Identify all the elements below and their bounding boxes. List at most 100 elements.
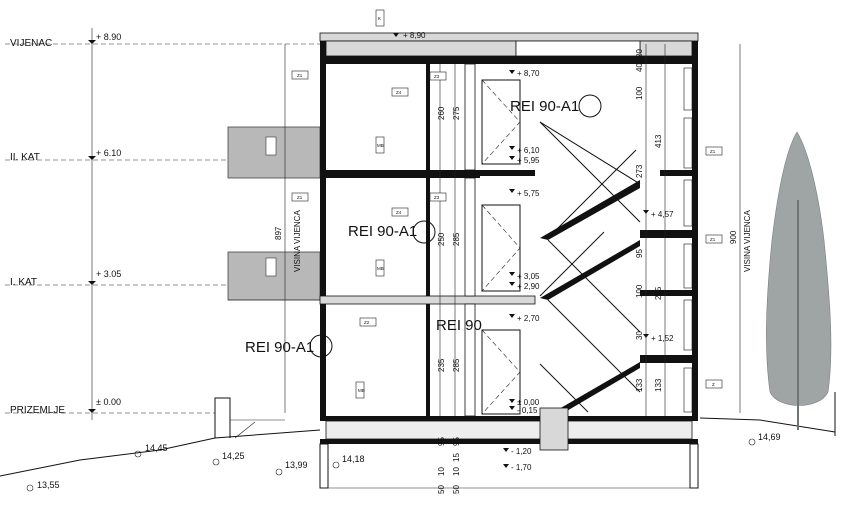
dim-floor-b: 275 285 285: [452, 64, 461, 416]
svg-text:VIJENAC: VIJENAC: [10, 38, 52, 49]
svg-text:REI 90-A1: REI 90-A1: [510, 98, 579, 115]
svg-text:13,99: 13,99: [285, 460, 308, 470]
svg-text:273: 273: [635, 164, 644, 178]
svg-text:100: 100: [635, 284, 644, 298]
svg-text:14,45: 14,45: [145, 443, 168, 453]
svg-text:REI 90: REI 90: [436, 317, 482, 334]
dim-slab: 95 95 15 10 50 10 50: [437, 437, 461, 494]
fire-rating-top: REI 90-A1: [510, 94, 602, 118]
svg-text:20: 20: [635, 49, 644, 58]
terrain-elevation-4: 14,18: [332, 454, 365, 469]
svg-text:Z: Z: [712, 382, 715, 387]
svg-text:+ 8,90: + 8,90: [403, 31, 426, 40]
svg-text:50: 50: [437, 485, 446, 494]
svg-text:133: 133: [654, 378, 663, 392]
svg-text:MB: MB: [377, 143, 384, 148]
terrain-elevation-3: 13,99: [275, 460, 308, 476]
svg-text:14,69: 14,69: [758, 432, 781, 442]
svg-text:+ 5,95: + 5,95: [517, 156, 540, 165]
staircase: [539, 121, 641, 451]
svg-text:235: 235: [437, 358, 446, 372]
svg-text:100: 100: [635, 86, 644, 100]
svg-text:+ 6.10: + 6.10: [96, 148, 121, 158]
svg-text:285: 285: [654, 286, 663, 300]
svg-text:13,55: 13,55: [37, 480, 60, 490]
svg-text:Z1: Z1: [297, 195, 303, 200]
svg-text:- 0,15: - 0,15: [517, 406, 538, 415]
level-kat1: I. KAT + 3.05: [5, 269, 230, 288]
svg-text:133: 133: [635, 378, 644, 392]
level-kat2: II. KAT + 6.10: [5, 148, 230, 163]
terrain-elevation-2: 14,25: [212, 451, 245, 466]
svg-text:II. KAT: II. KAT: [10, 152, 40, 163]
svg-text:285: 285: [452, 358, 461, 372]
fire-rating-middle: REI 90-A1: [348, 220, 436, 244]
svg-text:+ 5,75: + 5,75: [517, 189, 540, 198]
svg-text:REI 90-A1: REI 90-A1: [245, 339, 314, 356]
svg-text:+ 3,05: + 3,05: [517, 272, 540, 281]
dim-floor-a: 260 250 235: [437, 64, 446, 416]
svg-text:Z3: Z3: [434, 74, 440, 79]
tree-illustration: [766, 131, 832, 430]
svg-text:Z1: Z1: [710, 237, 716, 242]
svg-text:275: 275: [452, 106, 461, 120]
fire-rating-lower: REI 90: [436, 317, 482, 334]
svg-text:10: 10: [452, 467, 461, 476]
svg-text:15: 15: [452, 453, 461, 462]
svg-text:I. KAT: I. KAT: [10, 277, 37, 288]
svg-text:Z1: Z1: [710, 149, 716, 154]
dim-stair: 40 20 100 413 273 95 100 285 30 133 133: [635, 44, 666, 416]
svg-text:250: 250: [437, 232, 446, 246]
terrain-elevation-6: 14,69: [748, 432, 781, 446]
level-prizemlje: PRIZEMLJE ± 0.00: [5, 397, 215, 416]
svg-text:± 0.00: ± 0.00: [96, 397, 121, 407]
svg-text:897: 897: [274, 226, 283, 240]
svg-text:+ 2,90: + 2,90: [517, 282, 540, 291]
fire-rating-left: REI 90-A1: [245, 334, 333, 358]
svg-text:Z4: Z4: [396, 90, 402, 95]
svg-text:+ 8,70: + 8,70: [517, 69, 540, 78]
svg-text:+ 6,10: + 6,10: [517, 146, 540, 155]
svg-text:95: 95: [437, 437, 446, 446]
svg-text:95: 95: [635, 249, 644, 258]
svg-text:900: 900: [729, 230, 738, 244]
terrain-elevation-5: 13,55: [26, 480, 60, 492]
svg-text:14,18: 14,18: [342, 454, 365, 464]
dim-left-total: 897 VISINA VIJENCA: [274, 44, 302, 413]
level-vijenac: VIJENAC + 8.90: [5, 28, 320, 420]
svg-text:Z3: Z3: [434, 195, 440, 200]
building-section: [319, 32, 699, 489]
svg-text:VISINA VIJENCA: VISINA VIJENCA: [743, 210, 752, 272]
svg-text:MB: MB: [358, 388, 365, 393]
svg-text:MB: MB: [377, 266, 384, 271]
svg-text:Z2: Z2: [364, 320, 370, 325]
svg-text:285: 285: [452, 232, 461, 246]
svg-text:REI 90-A1: REI 90-A1: [348, 223, 417, 240]
terrain-elevation-1: 14,45: [134, 443, 168, 458]
svg-text:K: K: [378, 16, 381, 21]
svg-text:+ 2,70: + 2,70: [517, 314, 540, 323]
svg-text:50: 50: [452, 485, 461, 494]
svg-text:± 0,00: ± 0,00: [517, 398, 540, 407]
svg-text:+ 1,52: + 1,52: [651, 334, 674, 343]
svg-text:- 1,70: - 1,70: [511, 463, 532, 472]
material-tags: K Z1 Z3 Z4 MB Z1 Z3 Z4 MB Z2 MB Z1 Z1 Z: [291, 9, 723, 399]
svg-text:30: 30: [635, 331, 644, 340]
svg-text:413: 413: [654, 134, 663, 148]
svg-text:+ 3.05: + 3.05: [96, 269, 121, 279]
svg-text:PRIZEMLJE: PRIZEMLJE: [10, 405, 65, 416]
svg-text:- 1,20: - 1,20: [511, 447, 532, 456]
interior-elevations: + 8,90 + 8,70 + 6,10 + 5,95 + 5,75 + 3,0…: [393, 31, 674, 472]
terrain: [0, 392, 836, 477]
svg-text:+ 8.90: + 8.90: [96, 32, 121, 42]
svg-text:+ 4,57: + 4,57: [651, 210, 674, 219]
svg-text:Z4: Z4: [396, 210, 402, 215]
svg-text:10: 10: [437, 467, 446, 476]
dim-right-total: 900 VISINA VIJENCA: [729, 44, 752, 413]
svg-text:14,25: 14,25: [222, 451, 245, 461]
svg-text:Z1: Z1: [297, 73, 303, 78]
svg-text:260: 260: [437, 106, 446, 120]
svg-text:95: 95: [452, 437, 461, 446]
svg-text:40: 40: [635, 63, 644, 72]
